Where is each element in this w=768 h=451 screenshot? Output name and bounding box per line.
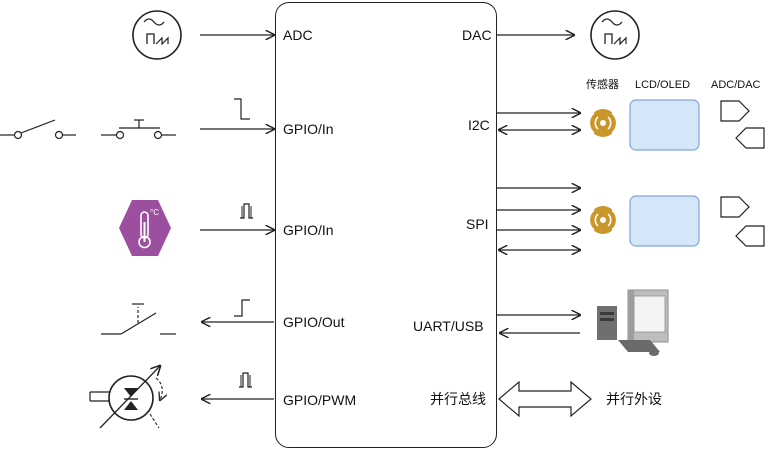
signal-generator-icon [132,10,182,60]
header-sensor: 传感器 [586,79,619,91]
header-display: LCD/OLED [635,79,691,91]
relay-switch-icon [101,303,176,335]
lcd-spi-box [629,195,700,247]
port-uart-usb-label: UART/USB [413,318,484,334]
port-gpio-in-1-label: GPIO/In [283,121,334,137]
rising-edge-signal [234,299,250,317]
port-spi-label: SPI [466,216,489,232]
mcu-block [275,2,497,448]
converter-spi-icon [720,196,765,247]
port-i2c-label: I2C [468,117,490,133]
port-adc-label: ADC [283,27,313,43]
sensor-spi-icon [588,206,618,234]
sensor-i2c-icon [588,109,618,137]
port-gpio-out-label: GPIO/Out [283,314,345,330]
port-dac-label: DAC [462,27,492,43]
header-converter: ADC/DAC [711,79,761,91]
port-parallel-bus-label: 并行总线 [430,391,486,407]
computer-icon [597,289,669,356]
lcd-i2c-box [629,99,700,151]
port-gpio-pwm-label: GPIO/PWM [283,392,357,408]
falling-edge-signal [234,98,250,120]
pulse-signal-1 [240,203,253,219]
toggle-switch-icon [0,119,76,140]
signal-generator-output-icon [590,10,640,60]
thermometer-icon: °C [119,200,171,256]
pulse-signal-2 [239,372,252,388]
parallel-peripheral-label: 并行外设 [606,391,662,407]
port-gpio-in-2-label: GPIO/In [283,222,334,238]
push-button-icon [101,119,176,140]
pump-motor-icon [89,366,162,429]
celsius-symbol: °C [150,208,159,217]
parallel-bus-arrow [498,380,592,418]
converter-i2c-icon [720,100,765,149]
